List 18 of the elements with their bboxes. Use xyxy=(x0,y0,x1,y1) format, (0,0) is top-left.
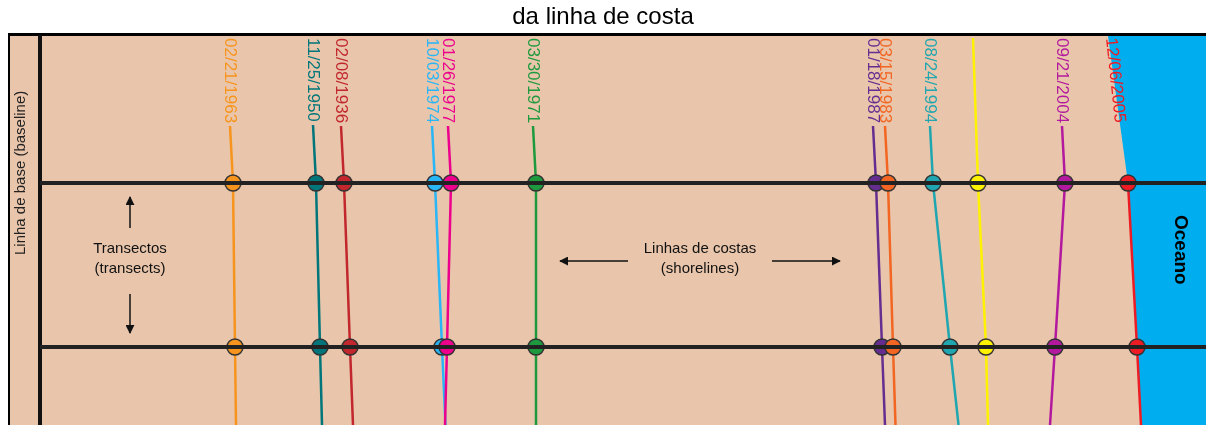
arrow xyxy=(125,293,135,334)
arrow xyxy=(771,256,841,266)
date-label: 01/26/1977 xyxy=(439,38,457,124)
annotation-text: Linhas de costas (shorelines) xyxy=(630,238,770,284)
date-label: 02/21/1963 xyxy=(221,38,239,124)
title: da linha de costa xyxy=(511,2,695,30)
date-label: 03/30/1971 xyxy=(524,38,542,124)
area-label: Oceano xyxy=(1172,215,1190,285)
date-label: 10/03/1974 xyxy=(423,38,441,124)
date-label: 12/06/2005 xyxy=(1102,37,1129,124)
annotation-text: Transectos (transects) xyxy=(75,238,185,284)
arrow xyxy=(125,196,135,229)
date-label: 11/25/1950 xyxy=(304,38,322,122)
date-label: 09/21/2004 xyxy=(1053,38,1071,124)
axis-label: Linha de base (baseline) xyxy=(11,89,29,258)
date-label: 02/08/1936 xyxy=(332,38,350,124)
arrow xyxy=(559,256,629,266)
date-label: 08/24/1994 xyxy=(921,38,939,124)
